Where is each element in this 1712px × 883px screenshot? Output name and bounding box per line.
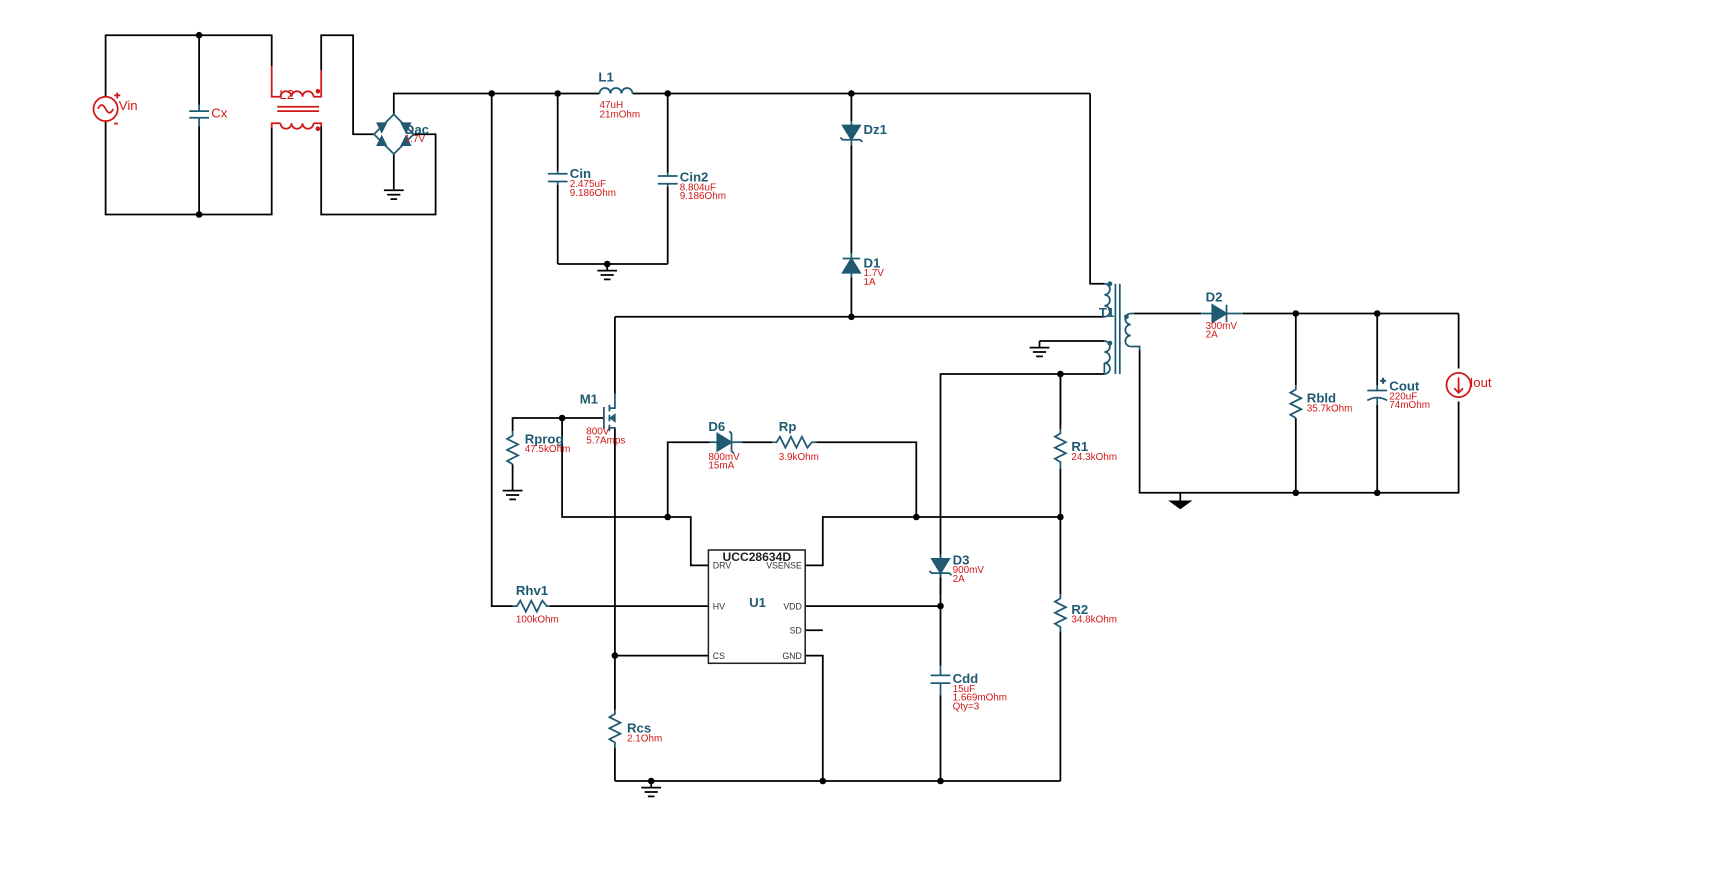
junction-dots: [195, 31, 1381, 785]
bridge-value: 1.7V: [405, 134, 426, 145]
choke-label: L2: [279, 87, 294, 102]
rbld-value-0: 35.7kOhm: [1307, 403, 1353, 414]
rhv1-value-0: 100kOhm: [516, 615, 559, 626]
iout-current-load[interactable]: Iout: [1445, 372, 1492, 398]
zener-dz1[interactable]: Dz1: [839, 121, 887, 146]
d2-value-0: 300mV: [1206, 321, 1238, 332]
resistor-rhv1[interactable]: Rhv1 100kOhm: [512, 583, 559, 626]
diode-d1[interactable]: D1 1.7V 1A: [841, 253, 885, 288]
capacitor-cdd[interactable]: Cdd 15uF 1.669mOhm Qty=3: [930, 665, 1007, 713]
cdd-value-2: Qty=3: [953, 702, 980, 713]
rprog-value-0: 47.5kOhm: [525, 444, 571, 455]
r1-label: R1: [1071, 439, 1088, 454]
d1-value-0: 1.7V: [864, 268, 885, 279]
mosfet-m1[interactable]: M1 800V 5.7Amps: [580, 392, 626, 447]
capacitor-cx[interactable]: Cx: [189, 104, 228, 127]
u1-pin-drv: DRV: [713, 561, 732, 571]
bridge-rectifier[interactable]: Dac 1.7V: [372, 113, 429, 156]
cx-label: Cx: [211, 106, 228, 121]
u1-pin-vdd: VDD: [783, 601, 802, 611]
rp-value-0: 3.9kOhm: [779, 452, 819, 463]
m1-value-1: 5.7Amps: [586, 435, 625, 446]
u1-pin-gnd: GND: [782, 651, 802, 661]
ground-symbol-rprog: [502, 489, 523, 501]
resistor-rp[interactable]: Rp 3.9kOhm: [772, 419, 819, 463]
capacitor-cin[interactable]: Cin 2.475uF 9.186Ohm: [547, 166, 616, 199]
m1-value-0: 800V: [586, 427, 610, 438]
cout-value-0: 220uF: [1389, 391, 1417, 402]
rhv1-label: Rhv1: [516, 583, 548, 598]
cdd-value-1: 1.669mOhm: [953, 693, 1007, 704]
l1-value-1: 21mOhm: [600, 110, 641, 121]
r2-value-0: 34.8kOhm: [1071, 615, 1117, 626]
resistor-r2[interactable]: R2 34.8kOhm: [1052, 594, 1117, 632]
cdd-label: Cdd: [953, 671, 979, 686]
ground-symbol-bridge: [383, 189, 404, 200]
cout-value-1: 74mOhm: [1389, 400, 1430, 411]
r2-label: R2: [1071, 602, 1088, 617]
bridge-label: Dac: [405, 122, 429, 137]
rprog-label: Rprog: [525, 431, 564, 446]
d6-value-1: 15mA: [708, 461, 734, 472]
d6-value-0: 800mV: [708, 452, 740, 463]
d3-value-0: 900mV: [953, 565, 985, 576]
dz1-label: Dz1: [864, 122, 887, 137]
cin-label: Cin: [570, 166, 591, 181]
resistor-rbld[interactable]: Rbld 35.7kOhm: [1288, 385, 1353, 419]
cdd-value-0: 15uF: [953, 684, 976, 695]
cin2-label: Cin2: [680, 169, 709, 184]
d1-value-1: 1A: [864, 277, 877, 288]
resistor-rcs[interactable]: Rcs 2.1Ohm: [607, 709, 662, 749]
cin-value-0: 2.475uF: [570, 179, 606, 190]
t1-label: T1: [1099, 305, 1114, 320]
ground-symbol-bias: [1029, 346, 1050, 358]
l1-value-0: 47uH: [600, 100, 624, 111]
diode-d3[interactable]: D3 900mV 2A: [928, 552, 985, 585]
cin2-value-0: 8.804uF: [680, 182, 716, 193]
controller-u1[interactable]: UCC28634D U1 DRV VSENSE HV VDD SD CS GND: [707, 549, 806, 665]
l1-label: L1: [598, 69, 613, 84]
d1-label: D1: [864, 255, 881, 270]
rbld-label: Rbld: [1307, 391, 1336, 406]
u1-pin-vsense: VSENSE: [766, 561, 802, 571]
d6-label: D6: [708, 419, 725, 434]
resistor-r1[interactable]: R1 24.3kOhm: [1052, 429, 1117, 469]
resistor-rprog[interactable]: Rprog 47.5kOhm: [505, 431, 571, 465]
u1-pin-sd: SD: [790, 626, 802, 636]
diode-d6[interactable]: D6 800mV 15mA: [708, 419, 743, 472]
wires: [104, 34, 1460, 788]
transformer-t1[interactable]: T1: [1099, 281, 1141, 375]
capacitor-cin2[interactable]: Cin2 8.804uF 9.186Ohm: [657, 169, 726, 202]
vin-label: Vin: [119, 98, 138, 113]
vin-source[interactable]: Vin + -: [92, 90, 138, 130]
rp-label: Rp: [779, 419, 797, 434]
vin-plus: +: [114, 91, 120, 102]
u1-ref: U1: [749, 595, 766, 610]
cout-label: Cout: [1389, 379, 1420, 394]
cin-value-1: 9.186Ohm: [570, 188, 616, 199]
d2-value-1: 2A: [1206, 330, 1219, 341]
inductor-l1[interactable]: L1 47uH 21mOhm: [598, 69, 640, 120]
capacitor-cout[interactable]: + Cout 220uF 74mOhm: [1366, 375, 1430, 411]
u1-pin-hv: HV: [713, 601, 725, 611]
vin-minus: -: [114, 119, 117, 130]
ground-symbol-output: [1168, 500, 1193, 510]
cin2-value-1: 9.186Ohm: [680, 191, 726, 202]
iout-label: Iout: [1470, 375, 1492, 390]
rcs-label: Rcs: [627, 721, 651, 736]
d3-label: D3: [953, 552, 970, 567]
common-mode-choke[interactable]: L2: [270, 66, 323, 132]
cout-polarity: +: [1381, 376, 1386, 386]
rcs-value-0: 2.1Ohm: [627, 733, 662, 744]
d2-label: D2: [1206, 289, 1223, 304]
d3-value-1: 2A: [953, 574, 966, 585]
diode-d2[interactable]: D2 300mV 2A: [1201, 289, 1244, 341]
m1-label: M1: [580, 392, 598, 407]
r1-value-0: 24.3kOhm: [1071, 452, 1117, 463]
u1-part-number: UCC28634D: [723, 550, 792, 564]
ground-symbol-input-caps: [597, 269, 618, 281]
ground-symbol-primary: [641, 786, 662, 798]
u1-pin-cs: CS: [713, 651, 725, 661]
